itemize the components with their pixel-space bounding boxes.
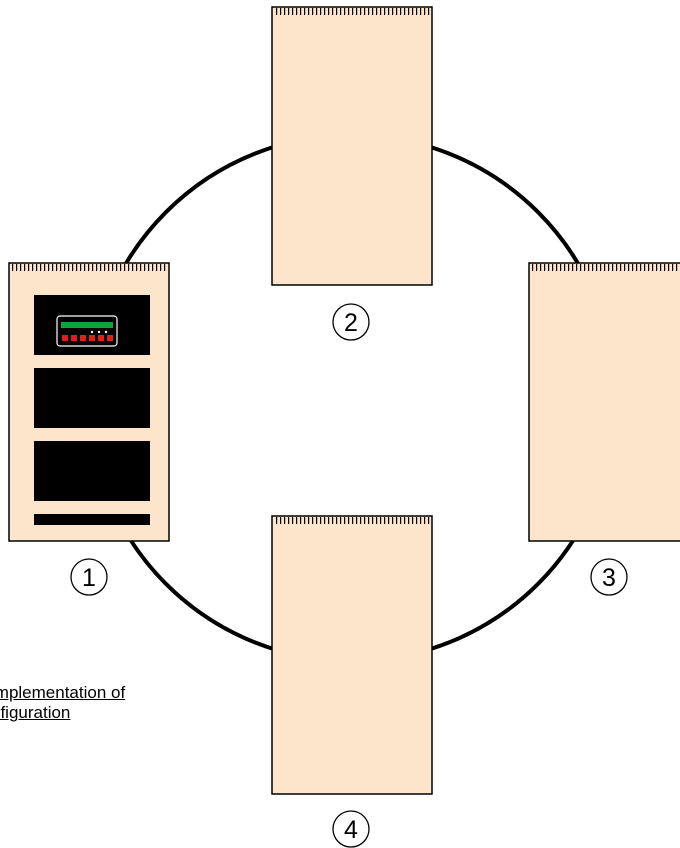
module-panel-1 [34,368,150,428]
cabinet-4 [271,515,433,795]
label-3: 3 [590,558,628,596]
label-1-text: 1 [82,564,96,592]
cabinet-1 [8,262,170,542]
module-strip [34,514,150,525]
label-4-text: 4 [344,816,358,844]
display-module-icon [56,315,118,347]
label-2: 2 [332,303,370,341]
caption: implementation of nfiguration [0,683,260,723]
label-2-text: 2 [344,309,358,337]
label-1: 1 [70,558,108,596]
label-3-text: 3 [602,564,616,592]
caption-line-1: implementation of [0,683,126,702]
module-panel-2 [34,441,150,501]
cabinet-2 [271,6,433,286]
cabinet-3 [528,262,680,542]
caption-line-2: nfiguration [0,703,71,722]
label-4: 4 [332,810,370,848]
